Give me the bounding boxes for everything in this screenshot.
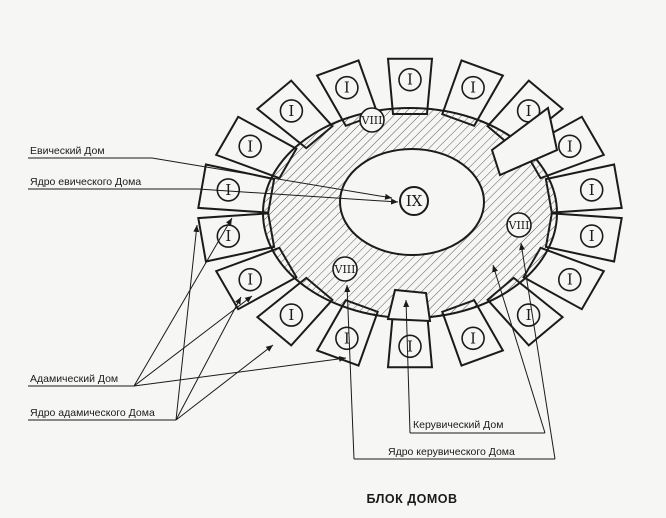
petal-numeral: I [470,329,476,347]
petal-numeral-circle [398,67,422,92]
petal-numeral-circle [461,326,485,351]
svg-text:VIII: VIII [361,114,383,127]
petal-numeral-circle [579,224,604,248]
eve-house-arrow [151,157,393,200]
petal-numeral: I [526,102,532,120]
petal-numeral-circle [579,178,604,202]
petal-numeral: I [247,137,253,155]
label-adam-core: Ядро адамического Дома [30,407,155,419]
petal-numeral-circle [557,267,582,292]
ring-gap-right [490,106,559,177]
petal-numeral: I [288,306,294,324]
petal-numeral-circle [279,99,304,123]
cherub-core-diag [519,242,556,460]
petal-numeral-circle [335,326,359,351]
label-eve-house: Евический Дом [30,145,105,157]
adam-core-arrow-3 [175,344,274,421]
center-numeral: IX [406,192,423,210]
petal-numeral: I [225,181,231,199]
adam-house-arrow-3 [133,355,347,387]
svg-text:VIII: VIII [334,263,356,276]
petal-numeral-circle [557,134,582,159]
petal-numeral: I [247,271,253,289]
petal-numeral: I [344,329,350,347]
eve-core-arrow [197,188,399,205]
petal-numeral-circle [398,334,422,359]
petal-numeral: I [567,271,573,289]
petal-numeral: I [407,71,413,89]
adam-house-arrow-2 [133,295,253,387]
label-cherub-core: Ядро керувического Дома [388,446,515,458]
adamic-house-petals: I I I I I I I I I I I I I I I I I I [197,57,623,369]
petal-numeral-circle [238,267,262,292]
petal-numeral: I [589,227,595,245]
label-cherub-house: Керувический Дом [413,419,503,431]
petal-numeral: I [526,306,532,324]
ring-numeral-right: VIII [506,212,532,238]
petal-numeral: I [344,79,350,97]
svg-text:VIII: VIII [508,219,530,232]
petal-numeral: I [407,337,413,355]
diagram-caption: БЛОК ДОМОВ [366,492,457,506]
petal-numeral-circle [335,75,359,100]
adam-core-arrow-1 [175,224,200,421]
ring-numeral-top: VIII [359,107,385,133]
petal-numeral: I [567,137,573,155]
petal-numeral-circle [279,303,304,327]
adam-core-arrow-2 [175,296,242,421]
petal-numeral-circle [238,134,262,159]
petal-numeral: I [288,102,294,120]
cherub-house-diag [492,264,546,434]
petal-numeral-circle [516,303,541,327]
petal-numeral: I [589,181,595,199]
petal-numeral: I [470,79,476,97]
petal-numeral-circle [461,75,485,100]
cherub-core-vline [344,284,355,460]
label-adam-house: Адамический Дом [30,373,118,385]
cherub-house-vline [403,299,411,434]
label-eve-core: Ядро евического Дома [30,176,141,188]
adam-house-arrow-1 [133,217,233,387]
ring-gap-left [386,288,432,323]
center-circle [399,186,429,216]
petal-numeral: I [225,227,231,245]
ring-numeral-bottom: VIII [332,256,358,282]
